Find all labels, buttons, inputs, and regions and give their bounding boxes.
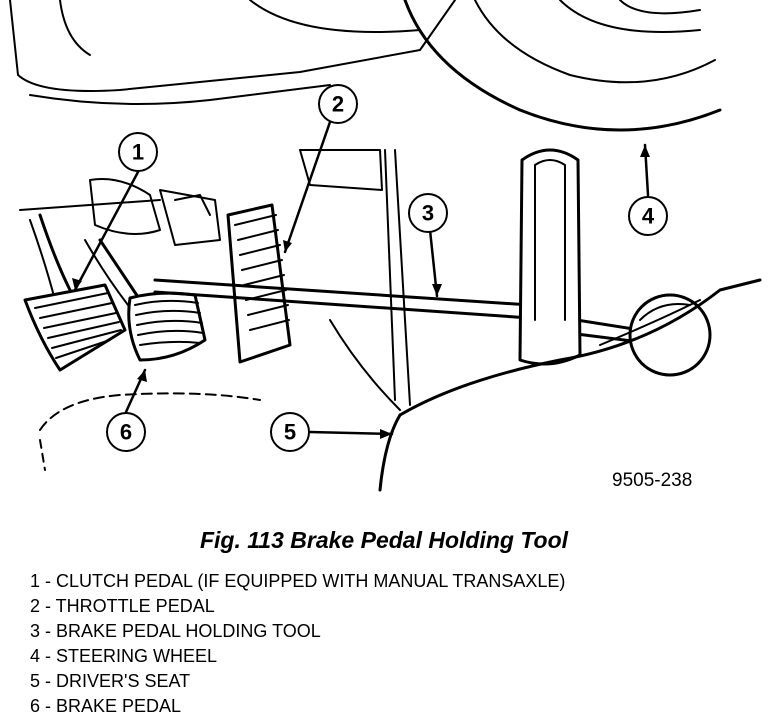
callout-4-label: 4 [642, 204, 655, 229]
legend-item: 4 - STEERING WHEEL [30, 646, 218, 666]
callout-1-circle [118, 132, 158, 172]
legend-list: 1 - CLUTCH PEDAL (IF EQUIPPED WITH MANUA… [30, 569, 565, 719]
figure-id: 9505-238 [612, 470, 692, 491]
dashboard-lower-edge [29, 84, 331, 105]
callout-3-circle [408, 193, 448, 233]
callout-5-circle [270, 412, 310, 452]
callout-2-circle [318, 84, 358, 124]
dashboard-outline [9, 0, 456, 92]
holding-tool-bracket [518, 148, 582, 366]
drivers-seat [398, 278, 762, 417]
figure-caption: Fig. 113 Brake Pedal Holding Tool [199, 527, 569, 553]
callout-4-circle [628, 196, 668, 236]
leader-1 [73, 170, 140, 292]
legend-item: 1 - CLUTCH PEDAL (IF EQUIPPED WITH MANUA… [30, 571, 566, 591]
legend-item: 6 - BRAKE PEDAL [30, 696, 182, 716]
legend-item: 3 - BRAKE PEDAL HOLDING TOOL [30, 621, 321, 641]
callout-1-label: 1 [132, 140, 144, 165]
legend-item: 5 - DRIVER'S SEAT [30, 671, 191, 691]
callout-2-label: 2 [332, 92, 344, 117]
callout-3-label: 3 [422, 201, 434, 226]
clutch-arm [38, 213, 72, 292]
throttle-pedal [226, 203, 292, 364]
legend-item: 2 - THROTTLE PEDAL [30, 596, 215, 616]
clutch-pad [23, 283, 127, 372]
callout-6-circle [106, 412, 146, 452]
line-illustration: 1 2 3 4 5 6 9505-238 [9, 0, 762, 492]
holding-tool-knob [628, 293, 712, 377]
steering-wheel-outline [403, 0, 722, 132]
leader-2 [283, 120, 332, 254]
leader-5 [308, 430, 394, 436]
holding-tool-rod [153, 278, 532, 307]
callout-5-label: 5 [284, 420, 296, 445]
callout-6-label: 6 [120, 420, 132, 445]
brake-arm [98, 238, 142, 302]
